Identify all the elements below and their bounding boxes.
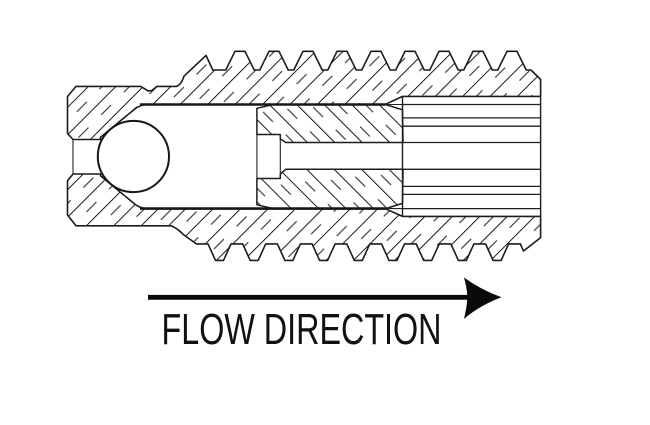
svg-text:FLOW DIRECTION: FLOW DIRECTION	[162, 305, 442, 354]
